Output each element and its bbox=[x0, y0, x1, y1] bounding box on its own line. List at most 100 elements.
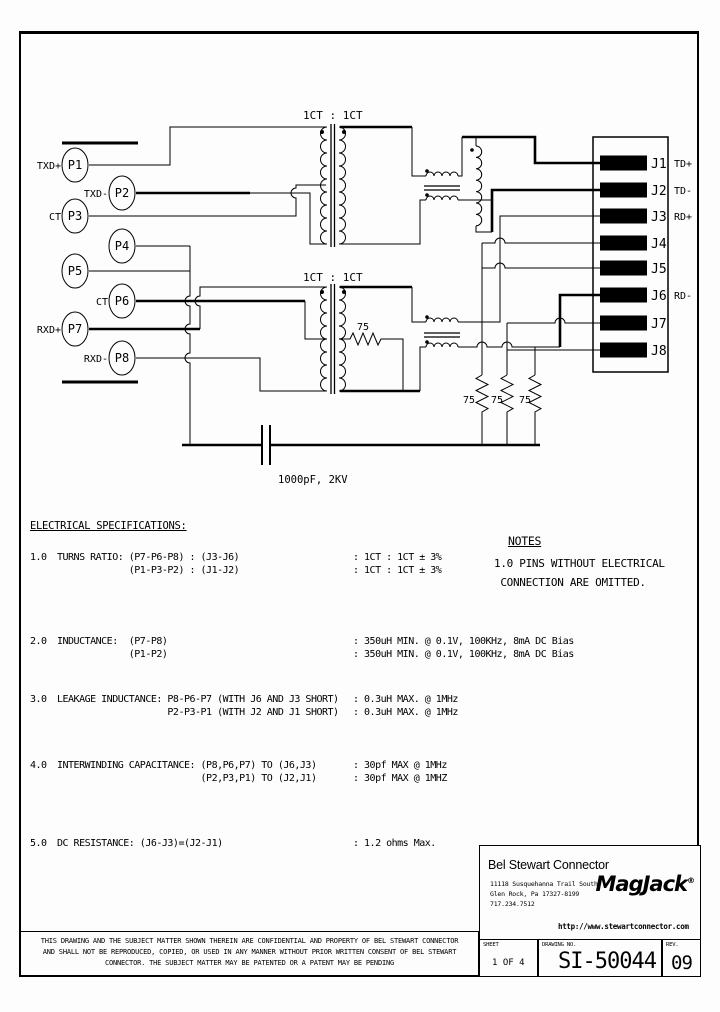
spec-item-inductance: 2.0 INDUCTANCE: (P7-P8) (P1-P2) : 350uH … bbox=[30, 636, 574, 661]
magjack-logo-text: MagJack bbox=[595, 872, 688, 896]
wire bbox=[250, 192, 326, 245]
rj45-pad bbox=[600, 315, 647, 331]
wire bbox=[89, 126, 326, 166]
company-name: Bel Stewart Connector bbox=[488, 858, 609, 872]
company-phone: 717.234.7512 bbox=[490, 900, 535, 908]
spec-text: (P2,P3,P1) TO (J2,J1) bbox=[57, 772, 317, 784]
pin-circle bbox=[108, 283, 136, 319]
wire bbox=[411, 287, 426, 323]
note-line: CONNECTION ARE OMITTED. bbox=[494, 576, 646, 589]
magjack-logo: MagJack® bbox=[595, 872, 696, 896]
resistor bbox=[527, 374, 543, 418]
choke-winding bbox=[425, 342, 459, 348]
transformer-winding bbox=[320, 286, 328, 392]
choke-winding bbox=[425, 195, 459, 201]
choke-winding bbox=[425, 317, 459, 323]
pin-p1: P1 TXD+ bbox=[37, 147, 89, 183]
wire bbox=[89, 245, 190, 272]
spec-text: P2-P3-P1 (WITH J2 AND J1 SHORT) bbox=[57, 706, 339, 718]
jack-pin-label: J4 bbox=[651, 237, 667, 252]
polarity-dot bbox=[470, 148, 474, 152]
notes-section: NOTES 1.0 PINS WITHOUT ELECTRICAL CONNEC… bbox=[494, 534, 665, 592]
pin-id: P2 bbox=[115, 186, 129, 200]
choke-core bbox=[424, 332, 460, 338]
pin-circle bbox=[108, 175, 136, 211]
note-line: 1.0 PINS WITHOUT ELECTRICAL bbox=[494, 557, 665, 570]
wire bbox=[458, 137, 463, 177]
spec-number: 3.0 bbox=[30, 694, 47, 705]
pin-circle bbox=[61, 198, 89, 234]
spec-number: 5.0 bbox=[30, 838, 47, 849]
polarity-dot bbox=[425, 315, 429, 319]
wire bbox=[458, 215, 602, 323]
wire bbox=[482, 237, 602, 244]
spec-item-leakage-inductance: 3.0 LEAKAGE INDUCTANCE: P8-P6-P7 (WITH J… bbox=[30, 694, 458, 719]
pin-circle bbox=[108, 228, 136, 264]
spec-number: 1.0 bbox=[30, 552, 47, 563]
transformer-winding bbox=[338, 126, 346, 245]
spec-value: : 1CT : 1CT ± 3% bbox=[353, 564, 442, 576]
disclaimer-box: THIS DRAWING AND THE SUBJECT MATTER SHOW… bbox=[19, 931, 479, 977]
wire bbox=[458, 341, 560, 348]
rj45-pad bbox=[600, 208, 647, 224]
pin-id: P6 bbox=[115, 294, 129, 308]
resistor-label: 75 bbox=[491, 395, 503, 406]
rj45-outline bbox=[592, 136, 669, 373]
choke-core bbox=[424, 185, 460, 191]
resistor-label: 75 bbox=[357, 322, 369, 333]
company-address-line2: Glen Rock, Pa 17327-8199 bbox=[490, 890, 580, 898]
pin-p5: P5 bbox=[61, 253, 89, 289]
pin-p4: P4 bbox=[108, 228, 136, 264]
company-box: Bel Stewart Connector 11118 Susquehanna … bbox=[479, 845, 701, 940]
jack-pin-label: J5 bbox=[651, 262, 667, 277]
transformer-ratio-label: 1CT : 1CT bbox=[303, 109, 363, 122]
spec-value: : 1CT : 1CT ± 3% bbox=[353, 552, 442, 563]
wire bbox=[419, 346, 426, 391]
pin-circle bbox=[61, 253, 89, 289]
choke-winding bbox=[475, 145, 483, 227]
pin-id: P7 bbox=[68, 322, 82, 336]
wire bbox=[558, 293, 602, 347]
revision-label: REV. bbox=[666, 942, 679, 948]
wire bbox=[194, 286, 326, 329]
jack-j7: J7 bbox=[600, 315, 667, 332]
polarity-dot bbox=[425, 193, 429, 197]
sheet-label: SHEET bbox=[483, 942, 499, 948]
jack-j6: J6 RD- bbox=[600, 287, 692, 304]
pin-circle bbox=[108, 340, 136, 376]
transformer-winding bbox=[338, 286, 346, 392]
rj45-pad bbox=[600, 182, 647, 198]
pin-circle bbox=[61, 311, 89, 347]
company-address-line1: 11118 Susquehanna Trail South bbox=[490, 880, 598, 888]
polarity-dot bbox=[425, 340, 429, 344]
polarity-dot bbox=[320, 130, 324, 134]
jack-pin-label: J7 bbox=[651, 317, 667, 332]
jack-pin-label: J3 bbox=[651, 210, 667, 225]
pin-signal-label: TXD+ bbox=[37, 161, 61, 172]
spec-item-interwinding-capacitance: 4.0 INTERWINDING CAPACITANCE: (P8,P6,P7)… bbox=[30, 760, 447, 785]
choke-winding bbox=[425, 171, 459, 177]
wire bbox=[507, 317, 602, 324]
spec-item-dc-resistance: 5.0 DC RESISTANCE: (J6-J3)=(J2-J1) : 1.2… bbox=[30, 838, 436, 851]
pin-id: P8 bbox=[115, 351, 129, 365]
wire bbox=[490, 188, 602, 232]
drawing-number: SI-50044 bbox=[558, 949, 657, 974]
rj45-pad bbox=[600, 235, 647, 251]
wire bbox=[304, 301, 326, 340]
notes-title: NOTES bbox=[508, 534, 542, 548]
wire bbox=[184, 246, 191, 445]
spec-text: INTERWINDING CAPACITANCE: (P8,P6,P7) TO … bbox=[57, 760, 317, 771]
jack-pin-label: J1 bbox=[651, 157, 667, 172]
spec-value: : 350uH MIN. @ 0.1V, 100KHz, 8mA DC Bias bbox=[353, 636, 574, 647]
pin-signal-label: RXD- bbox=[84, 354, 108, 365]
spec-value: : 1.2 ohms Max. bbox=[353, 838, 436, 849]
spec-item-turns-ratio: 1.0 TURNS RATIO: (P7-P6-P8) : (J3-J6) (P… bbox=[30, 552, 442, 577]
resistor bbox=[340, 331, 404, 391]
wire bbox=[411, 127, 426, 177]
jack-j5: J5 bbox=[600, 260, 667, 277]
transformer-ratio-label: 1CT : 1CT bbox=[303, 271, 363, 284]
wire bbox=[481, 418, 536, 445]
registered-mark: ® bbox=[687, 876, 695, 885]
pin-id: P5 bbox=[68, 264, 82, 278]
sheet-box: SHEET 1 OF 4 bbox=[479, 939, 538, 977]
